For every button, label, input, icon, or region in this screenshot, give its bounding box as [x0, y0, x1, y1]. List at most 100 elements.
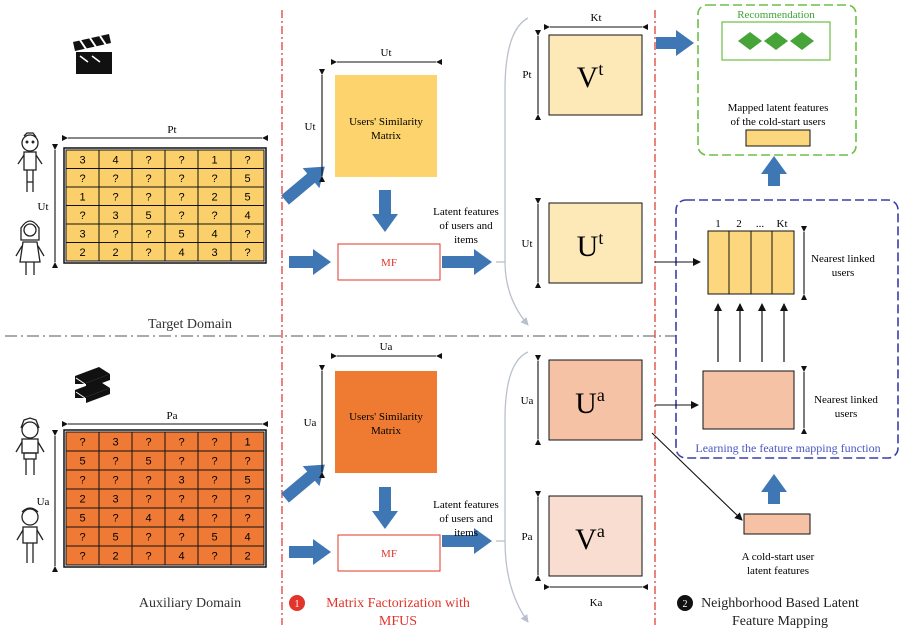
- rating-value: 4: [178, 513, 184, 525]
- nearest-bottom-line2: users: [835, 408, 858, 420]
- rating-value: ?: [211, 210, 217, 222]
- rating-value: ?: [145, 228, 151, 240]
- similarity-matrix-target: [335, 75, 437, 177]
- rating-value: ?: [178, 494, 184, 506]
- rating-value: ?: [178, 191, 184, 203]
- rating-value: ?: [211, 437, 217, 449]
- brace-top: [504, 17, 529, 326]
- coldstart-line2: latent features: [747, 565, 809, 577]
- learning-label: Learning the feature mapping function: [695, 441, 880, 455]
- sim-bottom-line1: Users' Similarity: [349, 411, 423, 423]
- target-domain-label: Target Domain: [148, 317, 232, 332]
- mf-box-top: [337, 243, 441, 281]
- svg-text:2: 2: [736, 218, 742, 230]
- rating-value: 3: [112, 494, 118, 506]
- rating-value: ?: [79, 437, 85, 449]
- user-child-icon: [16, 507, 44, 563]
- sim-bottom-line2: Matrix: [371, 425, 401, 437]
- nearest-top-line2: users: [832, 267, 855, 279]
- section1-badge: [289, 595, 305, 611]
- arrow-grid-to-mf-top: [289, 249, 331, 275]
- rating-value: 5: [244, 475, 250, 487]
- vt-label: Vt: [577, 59, 604, 94]
- rating-value: 2: [112, 247, 118, 259]
- rating-value: ?: [244, 247, 250, 259]
- arrow-learning-to-mapped: [761, 156, 787, 186]
- rating-value: 5: [79, 456, 85, 468]
- rating-value: ?: [244, 456, 250, 468]
- rating-value: 4: [244, 532, 250, 544]
- svg-text:...: ...: [756, 218, 765, 230]
- rating-value: ?: [178, 154, 184, 166]
- rating-value: ?: [112, 228, 118, 240]
- rating-value: 1: [244, 437, 250, 449]
- user-boy-icon: [15, 417, 45, 475]
- rating-value: 4: [178, 551, 184, 563]
- aux-row-dim: Ua: [37, 496, 50, 508]
- item-diamond-icon: [738, 32, 762, 50]
- ua-label: Ua: [575, 385, 605, 420]
- sim-top-line2: Matrix: [371, 130, 401, 142]
- mf-box-bottom: [337, 534, 441, 572]
- rating-value: 1: [211, 154, 217, 166]
- rating-value: ?: [112, 475, 118, 487]
- arrow-ua-to-coldstart: [651, 432, 743, 521]
- svg-text:items: items: [454, 234, 478, 246]
- factor-matrix-ua: [548, 359, 643, 441]
- rating-value: ?: [211, 551, 217, 563]
- rating-value: ?: [178, 437, 184, 449]
- clapperboard-icon: [73, 34, 112, 74]
- ua-dim-left: Ua: [521, 395, 534, 407]
- coldstart-features-bar: [743, 513, 811, 535]
- section2-title-line1: Neighborhood Based Latent: [701, 596, 859, 611]
- mapped-line2: of the cold-start users: [731, 116, 826, 128]
- latent-column-headers: 1 2 ... Kt: [715, 218, 787, 230]
- rating-value: 3: [211, 247, 217, 259]
- user-male-icon: [17, 132, 43, 192]
- ut-dim-left: Ut: [522, 238, 533, 250]
- rating-value: ?: [145, 551, 151, 563]
- rating-value: ?: [178, 456, 184, 468]
- similarity-matrix-aux: [335, 371, 437, 473]
- rating-matrix-border: [63, 429, 267, 568]
- rating-value: ?: [145, 532, 151, 544]
- rating-value: ?: [178, 173, 184, 185]
- user-female-icon: [15, 220, 45, 275]
- rating-value: 1: [79, 191, 85, 203]
- aux-col-dim: Pa: [167, 410, 178, 422]
- rating-value: ?: [244, 494, 250, 506]
- rating-value: 4: [178, 247, 184, 259]
- rating-value: ?: [244, 154, 250, 166]
- latent-features-label-bottom: Latent features of users and items: [433, 499, 499, 539]
- rating-value: ?: [145, 494, 151, 506]
- rating-value: 5: [112, 532, 118, 544]
- section2-badge: [677, 595, 693, 611]
- rating-matrix-border: [63, 147, 267, 264]
- rating-value: 3: [112, 437, 118, 449]
- rating-value: ?: [145, 475, 151, 487]
- rating-value: ?: [145, 191, 151, 203]
- rating-value: ?: [145, 437, 151, 449]
- aux-nearest-users-matrix: [702, 370, 795, 430]
- sim-bottom-dim-left: Ua: [304, 417, 317, 429]
- mf-label-top: MF: [381, 257, 397, 269]
- va-dim-bottom: Ka: [590, 597, 603, 609]
- rating-value: 3: [112, 210, 118, 222]
- rating-value: ?: [178, 210, 184, 222]
- svg-text:items: items: [454, 527, 478, 539]
- sim-top-dim-top: Ut: [381, 47, 392, 59]
- rating-value: 2: [211, 191, 217, 203]
- rating-value: ?: [112, 456, 118, 468]
- rating-value: 2: [112, 551, 118, 563]
- rating-value: 5: [145, 456, 151, 468]
- arrow-grid-to-mf-bottom: [289, 539, 331, 565]
- arrow-grid-to-similarity-bottom: [281, 464, 325, 503]
- svg-text:Latent features: Latent features: [433, 206, 499, 218]
- rating-value: ?: [211, 475, 217, 487]
- rating-value: ?: [211, 513, 217, 525]
- arrow-grid-to-similarity-top: [281, 166, 325, 205]
- sim-bottom-dim-top: Ua: [380, 341, 393, 353]
- factor-matrix-ut: [548, 202, 643, 284]
